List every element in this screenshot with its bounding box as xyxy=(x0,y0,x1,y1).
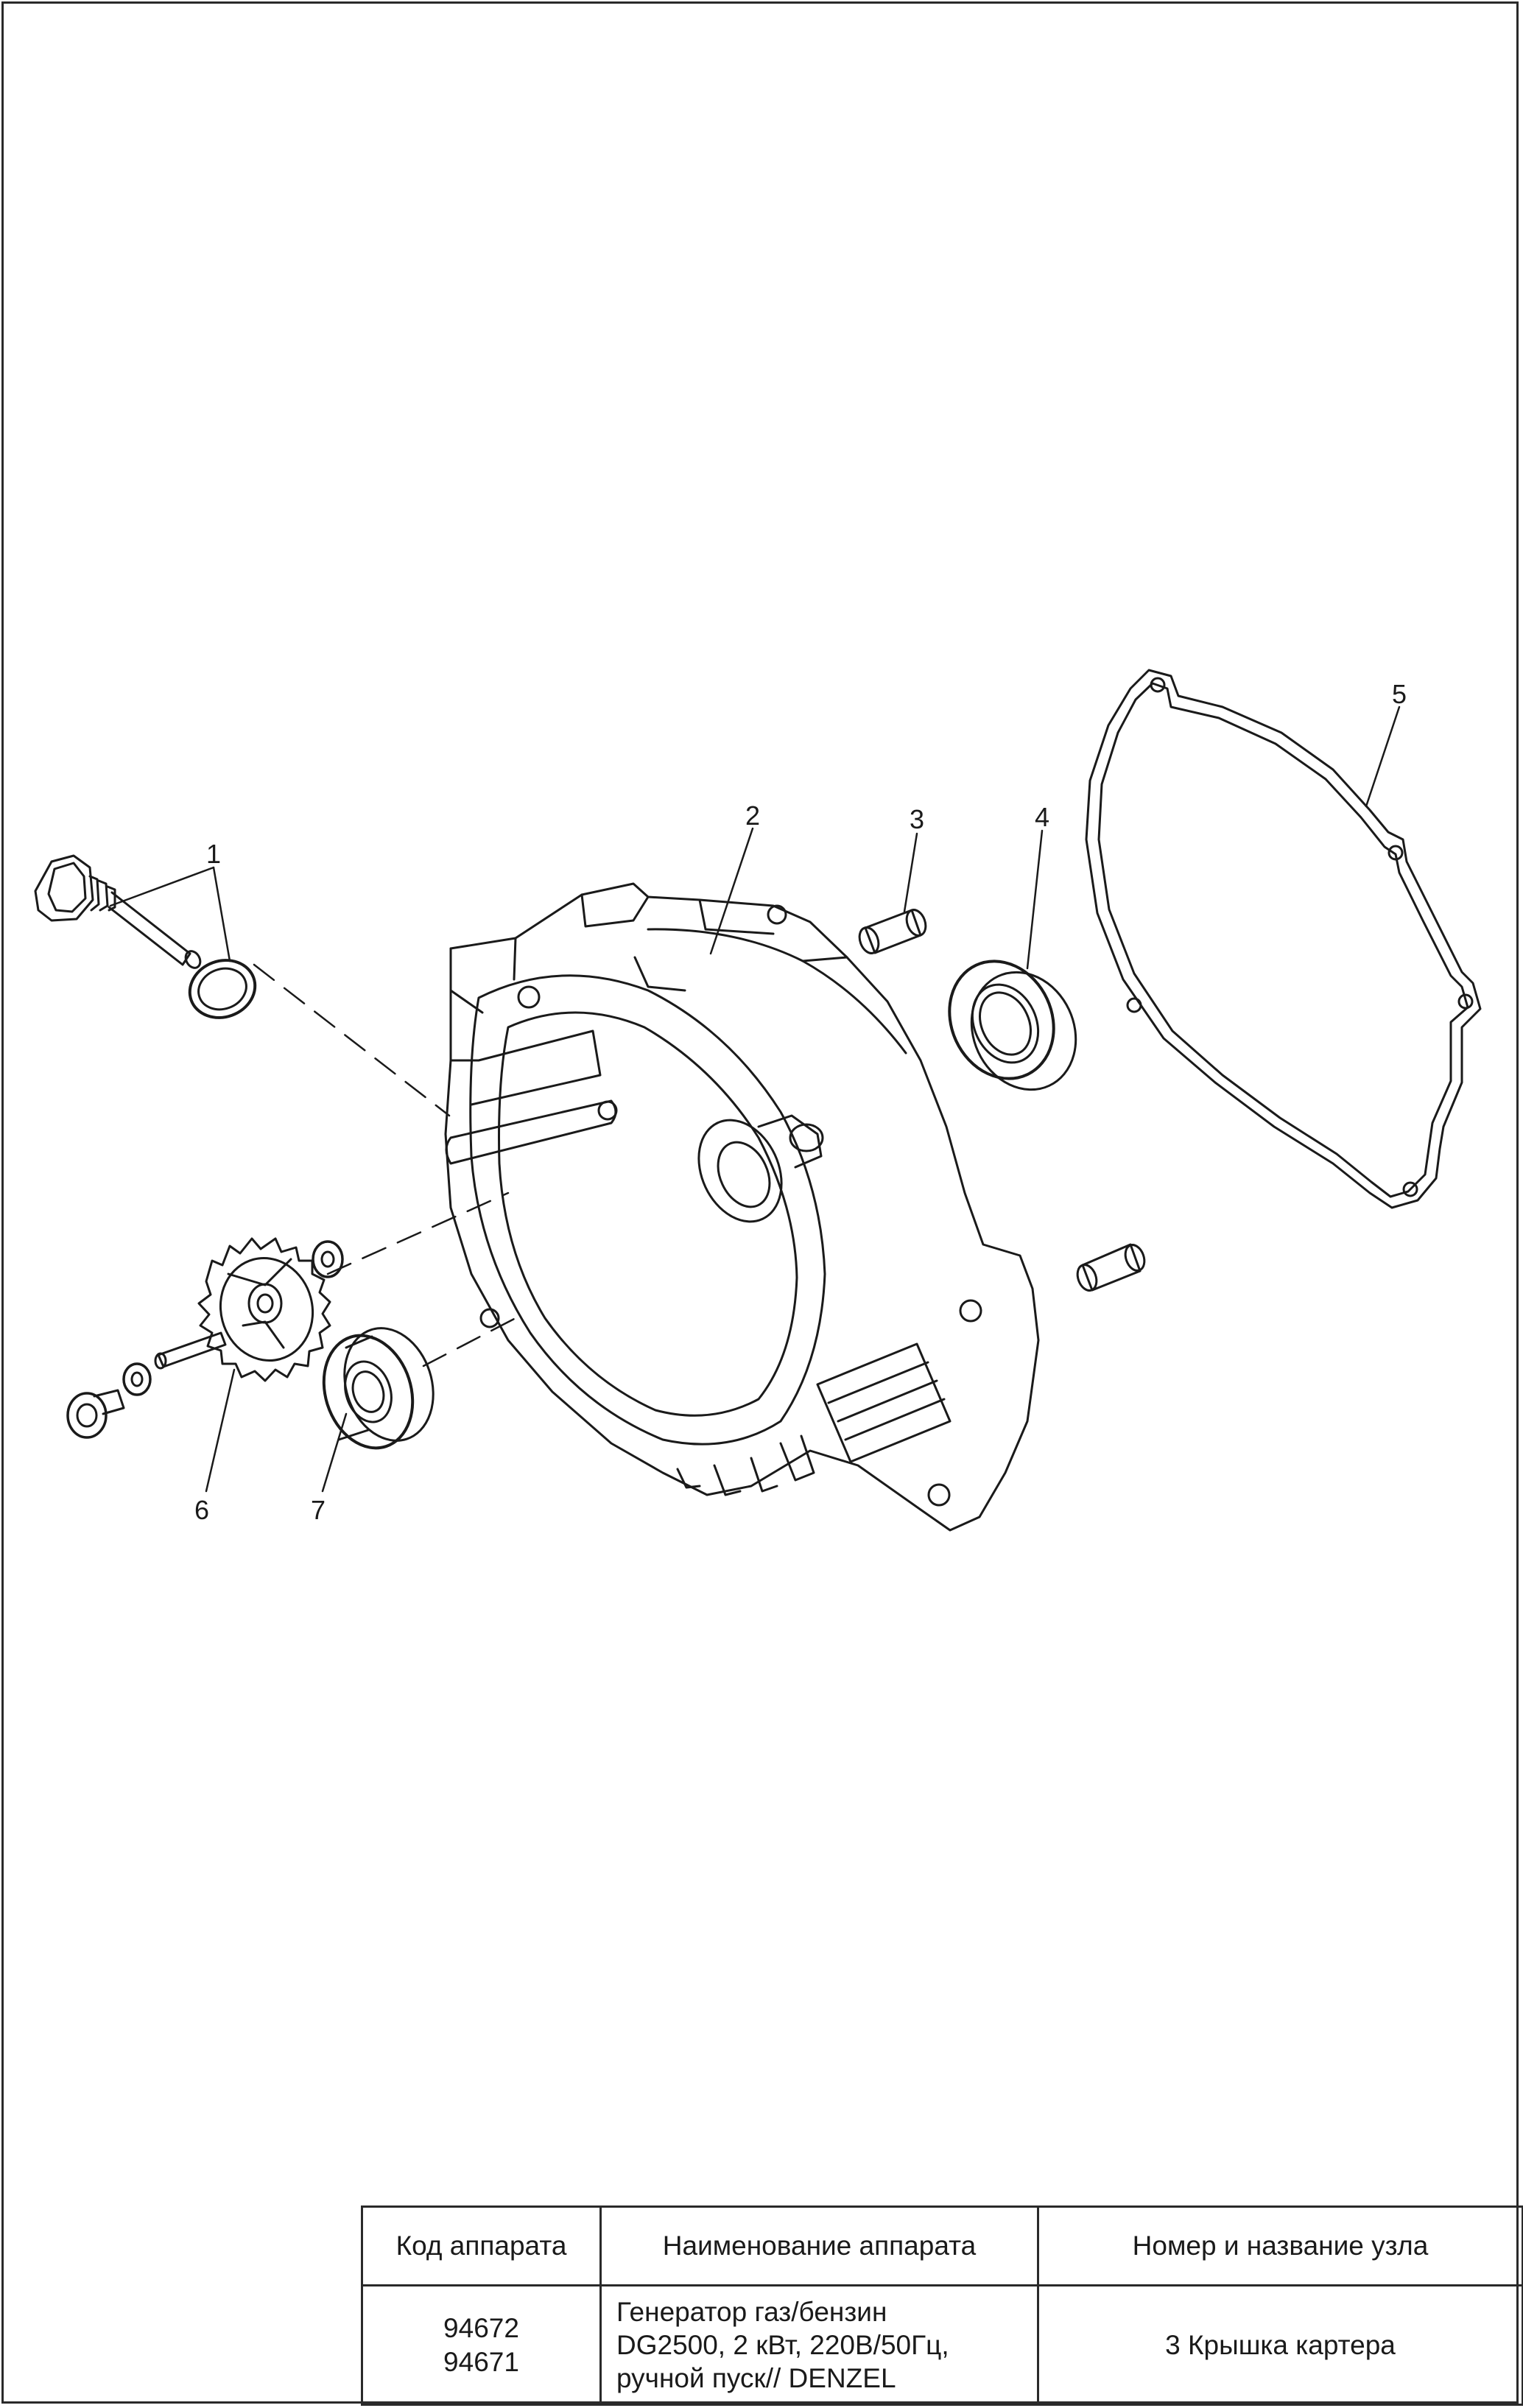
device-code: 94672 xyxy=(443,2313,519,2344)
part-5-gasket xyxy=(1085,669,1482,1209)
header-device-name: Наименование аппарата xyxy=(599,2205,1039,2286)
device-name-line: DG2500, 2 кВт, 220В/50Гц, xyxy=(616,2329,949,2360)
part-1-sealing-ring xyxy=(188,959,257,1019)
device-name: Генератор газ/бензин DG2500, 2 кВт, 220В… xyxy=(599,2284,1039,2406)
header-device-code: Код аппарата xyxy=(361,2205,602,2286)
header-assembly: Номер и название узла xyxy=(1037,2205,1523,2286)
part-2-crankcase-cover xyxy=(444,882,1040,1532)
leader-lines xyxy=(109,705,1401,1493)
part-6-washer-small xyxy=(312,1240,344,1278)
part-7-ball-bearing xyxy=(322,1327,435,1450)
assembly-axis-lines xyxy=(253,963,517,1367)
callout-5: 5 xyxy=(1392,679,1407,709)
device-code: 94671 xyxy=(443,2346,519,2377)
table-header-row: Код аппарата Наименование аппарата Номер… xyxy=(361,2205,1523,2286)
part-6-governor-gear xyxy=(154,1237,331,1382)
part-3-dowel-pin xyxy=(858,909,927,954)
device-codes: 94672 94671 xyxy=(361,2284,602,2406)
device-name-line: Генератор газ/бензин xyxy=(616,2296,887,2327)
part-6-bolt xyxy=(66,1389,125,1439)
callout-2: 2 xyxy=(745,800,760,831)
callout-4: 4 xyxy=(1035,802,1049,832)
title-block-table: Код аппарата Наименование аппарата Номер… xyxy=(361,2205,1523,2406)
callout-3: 3 xyxy=(910,804,924,834)
callout-6: 6 xyxy=(194,1495,209,1525)
device-name-line: ручной пуск// DENZEL xyxy=(616,2363,896,2394)
part-4-oil-seal xyxy=(948,960,1077,1091)
assembly-name: 3 Крышка картера xyxy=(1037,2284,1523,2406)
table-row: 94672 94671 Генератор газ/бензин DG2500,… xyxy=(361,2284,1523,2406)
part-6-washer xyxy=(122,1362,152,1396)
callout-1: 1 xyxy=(206,839,221,869)
part-1-drain-plug xyxy=(34,854,202,969)
part-3-dowel-pin-lower xyxy=(1076,1243,1146,1292)
callout-7: 7 xyxy=(311,1495,326,1525)
